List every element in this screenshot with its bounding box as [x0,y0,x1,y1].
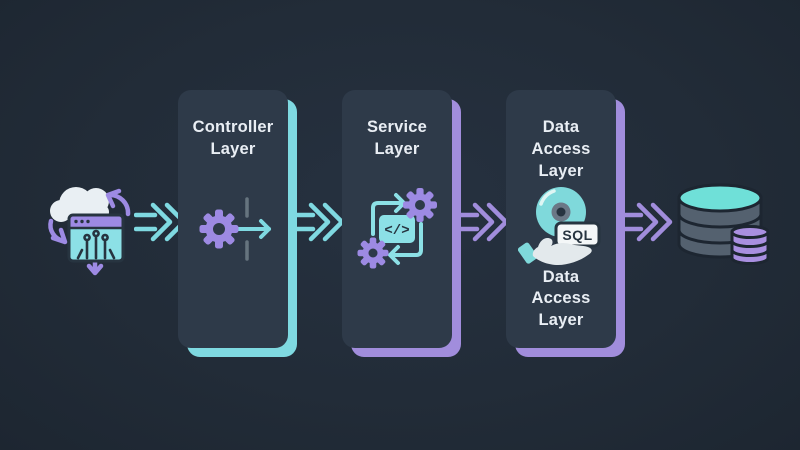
data-access-layer-title-bottom: Data Access Layer [531,267,591,330]
cloud-browser-icon [48,187,131,276]
controller-layer-card: Controller Layer [178,90,288,348]
flow-arrow-service-to-data-access [456,200,510,244]
code-glyph: </> [384,223,409,239]
gear-icon-top [403,188,437,222]
gear-passthrough-icon [178,193,288,269]
hand-shape [518,237,592,265]
small-cylinder [730,225,770,265]
cycle-arrow-up [371,201,405,236]
gear-icon-bottom [357,237,389,269]
data-access-layer-title: Data Access Layer [531,118,591,180]
browser-window [67,213,125,263]
code-gears-cycle-icon: </> [342,184,452,274]
data-access-layer-card: Data Access Layer SQL [506,90,616,348]
flow-arrow-controller-to-service [292,200,346,244]
cycle-arrow-down [389,222,423,257]
flow-arrow-data-access-to-database [620,200,674,244]
gear-icon [199,209,239,249]
controller-layer-title: Controller Layer [192,118,274,158]
database-icon [672,182,772,268]
sql-label: SQL [562,227,592,243]
client-cloud-browser-icon [40,174,142,278]
circuit-pattern [76,229,116,260]
code-box: </> [379,215,415,243]
window-dots [74,219,90,224]
sql-badge: SQL [554,221,601,248]
sql-disc-hand-icon: SQL [506,184,616,278]
pass-arrow [232,219,271,239]
service-layer-title: Service Layer [366,118,428,158]
service-layer-card: Service Layer </> [342,90,452,348]
